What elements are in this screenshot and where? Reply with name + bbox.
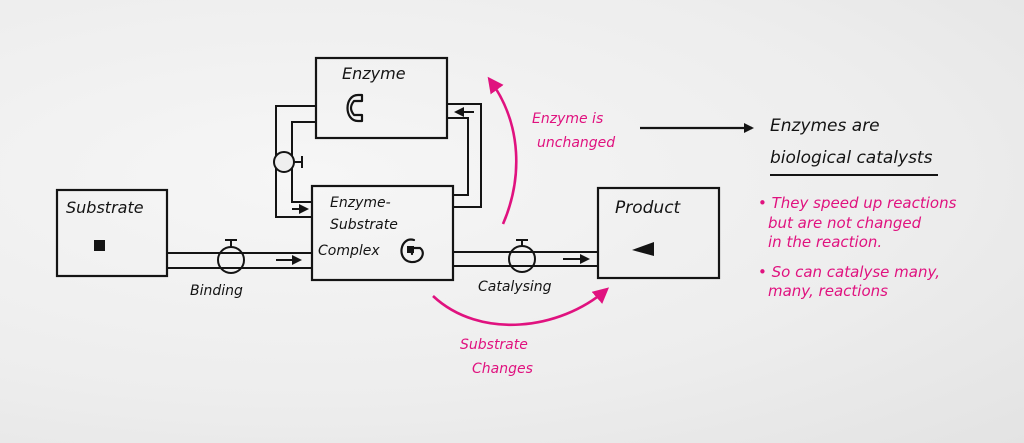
conclusion-line1: Enzymes are	[770, 116, 880, 136]
complex-g-icon	[400, 238, 424, 264]
note-point1-line2: but are not changed	[768, 213, 922, 232]
substrate-changes-line1: Substrate	[460, 337, 528, 353]
enzyme-box	[314, 56, 449, 140]
complex-label-line2: Substrate	[330, 217, 398, 233]
note-point1-line1: • They speed up reactions	[758, 194, 957, 212]
loop-valve-icon	[273, 151, 295, 173]
substrate-changes-arrow	[432, 287, 610, 327]
enzyme-unchanged-line1: Enzyme is	[532, 111, 604, 127]
complex-label-line3: Complex	[318, 243, 380, 259]
product-box	[596, 186, 721, 280]
conclusion-line2: biological catalysts	[770, 148, 933, 168]
complex-box	[310, 184, 455, 282]
binding-label: Binding	[190, 283, 243, 299]
enzyme-label: Enzyme	[342, 64, 406, 83]
enzyme-unchanged-line2: unchanged	[537, 135, 616, 151]
product-label: Product	[615, 198, 681, 218]
substrate-label: Substrate	[66, 198, 144, 217]
enzyme-c-icon	[346, 93, 364, 123]
substrate-changes-line2: Changes	[472, 361, 533, 377]
complex-substrate-dot-icon	[407, 246, 414, 253]
catalysing-label: Catalysing	[478, 279, 552, 295]
note-point1-line3: in the reaction.	[768, 233, 883, 251]
notes-block: • They speed up reactions but are not ch…	[758, 194, 956, 302]
catalysing-valve-icon	[508, 245, 536, 273]
note-point2-line2: many, reactions	[768, 282, 888, 300]
note-point2-line1: • So can catalyse many,	[758, 262, 940, 281]
substrate-box	[55, 188, 169, 278]
product-wedge-icon	[632, 242, 654, 256]
enzyme-unchanged-arrow	[487, 76, 518, 225]
complex-label-line1: Enzyme-	[330, 195, 391, 211]
binding-valve-icon	[217, 246, 245, 274]
substrate-square-icon	[94, 240, 105, 251]
